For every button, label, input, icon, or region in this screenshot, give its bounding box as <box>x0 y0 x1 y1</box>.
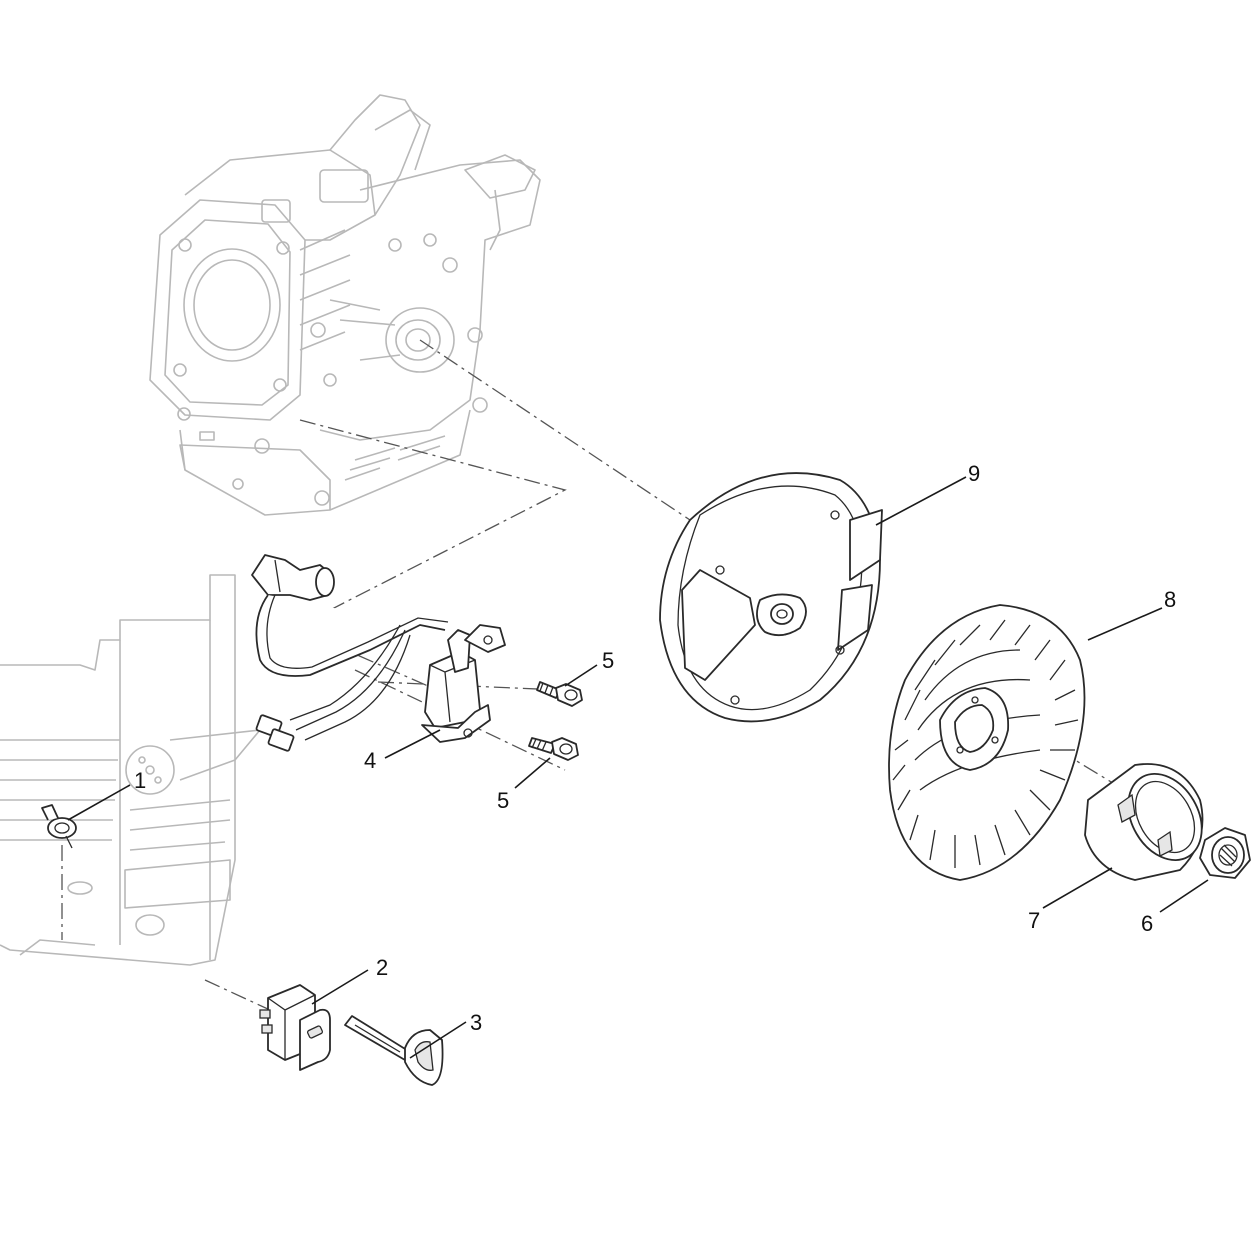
callout-5-upper: 5 <box>602 648 614 673</box>
callout-7: 7 <box>1028 908 1040 933</box>
part-6-flywheel-nut <box>1199 827 1251 879</box>
part-9-flywheel <box>659 472 883 723</box>
callout-1: 1 <box>134 768 146 793</box>
part-5-bolt-lower <box>528 737 579 761</box>
leader-9 <box>875 476 967 526</box>
leader-8 <box>1087 607 1163 641</box>
callout-labels: 1 2 3 4 5 5 6 7 8 9 <box>134 461 1176 1035</box>
callout-4: 4 <box>364 748 376 773</box>
leader-5b <box>514 757 551 789</box>
leader-lines <box>67 476 1209 1059</box>
callout-9: 9 <box>968 461 980 486</box>
leader-6 <box>1159 879 1209 913</box>
leader-3 <box>409 1021 467 1059</box>
blower-housing <box>0 574 261 966</box>
callout-3: 3 <box>470 1010 482 1035</box>
leader-5a <box>564 664 598 687</box>
leader-7 <box>1042 867 1113 909</box>
part-4-ignition-coil <box>251 554 506 752</box>
part-5-bolt-upper <box>536 681 583 707</box>
part-3-key <box>344 1015 444 1086</box>
callout-8: 8 <box>1164 587 1176 612</box>
engine-block <box>149 94 541 516</box>
leader-4 <box>384 729 441 759</box>
callout-2: 2 <box>376 955 388 980</box>
part-8-cooling-fan <box>888 604 1086 881</box>
part-7-starter-cup <box>1084 763 1204 881</box>
callout-6: 6 <box>1141 911 1153 936</box>
part-2-ignition-switch <box>259 984 331 1071</box>
leader-2 <box>311 969 369 1005</box>
callout-5-lower: 5 <box>497 788 509 813</box>
part-1-clamp <box>41 804 77 849</box>
leader-1 <box>67 784 131 821</box>
